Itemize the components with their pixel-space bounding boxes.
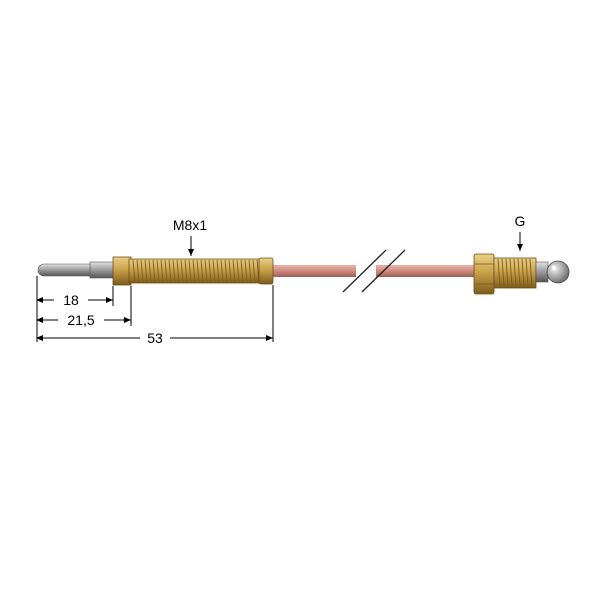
thread-line: [184, 259, 188, 283]
thread-label: M8x1: [173, 217, 207, 233]
thread-line: [172, 259, 176, 283]
dim-53-label: 53: [147, 330, 163, 346]
thread-line: [196, 259, 200, 283]
thread-line: [140, 259, 144, 283]
connector-label: G: [515, 213, 526, 229]
nut-thread-line: [497, 258, 501, 288]
dim-18-label: 18: [63, 292, 79, 308]
nut-thread-line: [513, 258, 517, 288]
thread-line: [244, 259, 248, 283]
thread-line: [216, 259, 220, 283]
nut-thread-line: [505, 258, 509, 288]
thread-line: [164, 259, 168, 283]
thread-lines: [132, 259, 260, 283]
thread-line: [252, 259, 256, 283]
sensor-probe: [37, 261, 121, 279]
thread-line: [148, 259, 152, 283]
thread-line: [220, 259, 224, 283]
dimension-21-5: 21,5: [36, 312, 131, 328]
threaded-sleeve: [112, 256, 274, 286]
thread-line: [180, 259, 184, 283]
nut-thread-line: [509, 258, 513, 288]
thread-line: [156, 259, 160, 283]
connector-fitting: [473, 253, 570, 295]
dimension-18: 18: [36, 292, 113, 308]
thread-callout: M8x1: [173, 217, 207, 256]
thread-line: [204, 259, 208, 283]
nut-thread-line: [521, 258, 525, 288]
thread-line: [200, 259, 204, 283]
nut-thread-line: [517, 258, 521, 288]
nut-thread-line: [529, 258, 533, 288]
thread-line: [152, 259, 156, 283]
nut-thread-line: [525, 258, 529, 288]
thread-line: [240, 259, 244, 283]
break-symbol: [342, 249, 406, 293]
thread-line: [232, 259, 236, 283]
thread-line: [192, 259, 196, 283]
thread-line: [248, 259, 252, 283]
thread-line: [236, 259, 240, 283]
nut-thread-lines: [497, 258, 533, 288]
thread-line: [160, 259, 164, 283]
thread-line: [212, 259, 216, 283]
connector-callout: G: [515, 213, 526, 251]
thread-line: [168, 259, 172, 283]
thread-line: [188, 259, 192, 283]
thread-line: [176, 259, 180, 283]
thread-line: [228, 259, 232, 283]
dim-21-5-label: 21,5: [67, 312, 94, 328]
thread-line: [136, 259, 140, 283]
thread-line: [144, 259, 148, 283]
extension-lines: [36, 276, 274, 342]
thread-line: [208, 259, 212, 283]
dimension-53: 53: [36, 330, 273, 346]
thread-line: [132, 259, 136, 283]
thread-line: [224, 259, 228, 283]
nut-thread-line: [501, 258, 505, 288]
